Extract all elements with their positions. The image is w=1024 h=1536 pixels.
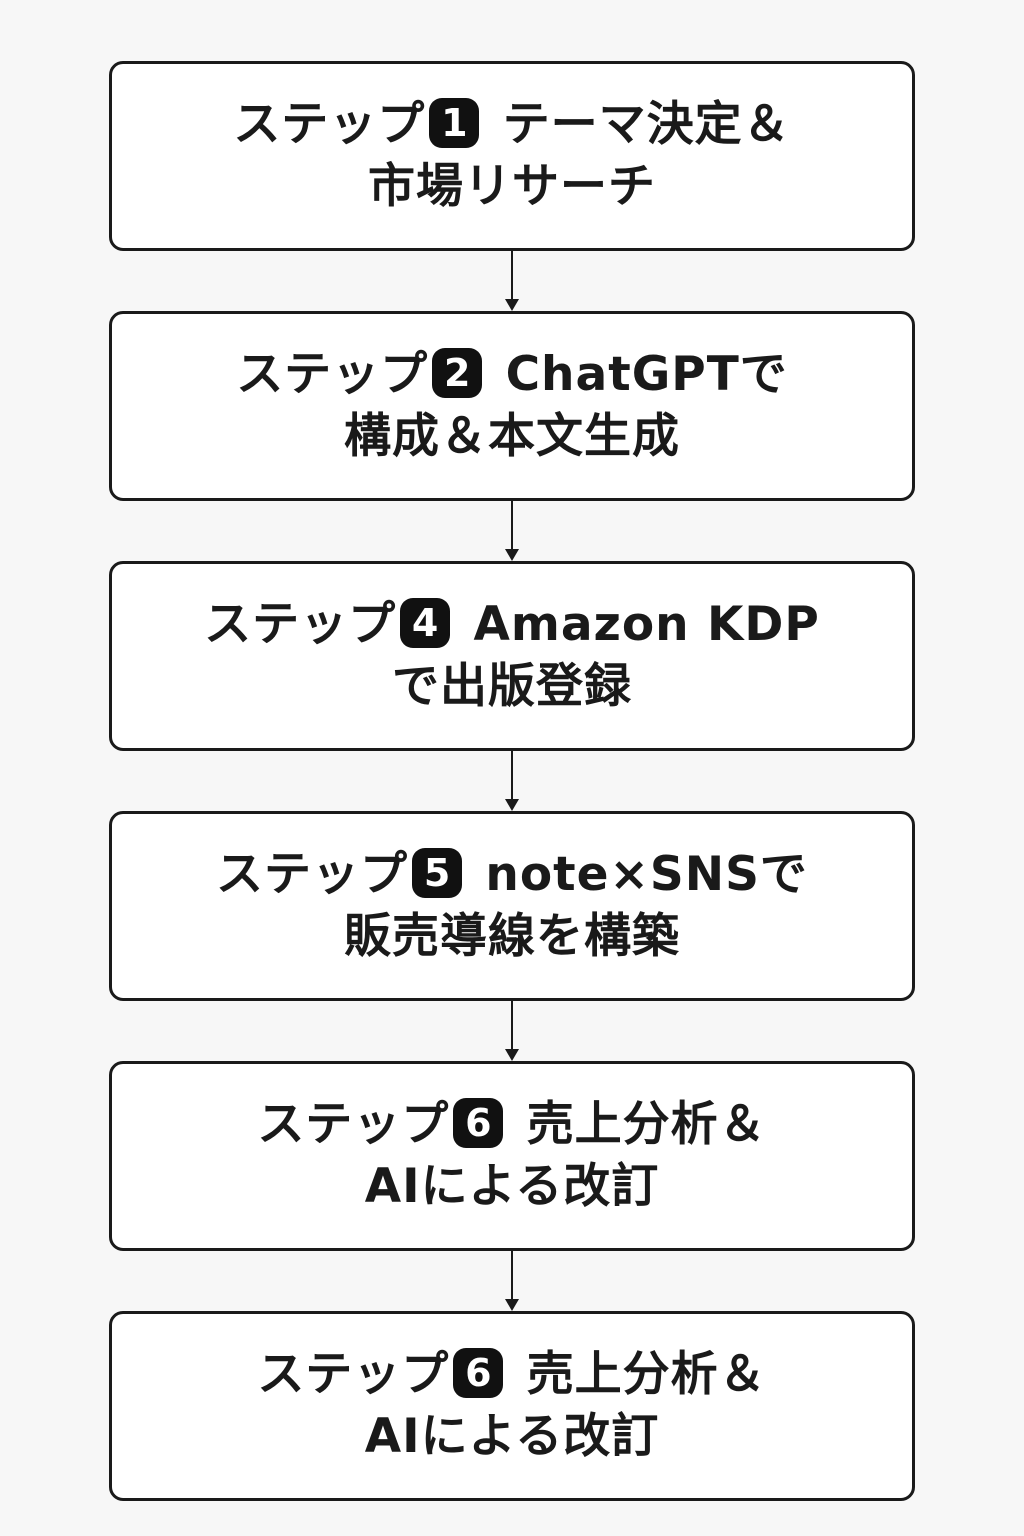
step-title: Amazon KDP: [473, 597, 820, 652]
step-title: 売上分析＆: [526, 1347, 767, 1402]
step-subtitle: 市場リサーチ: [368, 159, 656, 214]
step-prefix: ステップ: [257, 1097, 450, 1152]
arrow-connector: [109, 501, 915, 561]
step-prefix: ステップ: [216, 847, 409, 902]
step-title: note×SNSで: [485, 847, 808, 902]
arrow-down-icon: [505, 549, 519, 561]
arrow-line: [511, 1001, 513, 1051]
arrow-down-icon: [505, 799, 519, 811]
step-prefix: ステップ: [233, 97, 426, 152]
arrow-connector: [109, 1001, 915, 1061]
step-prefix: ステップ: [236, 347, 429, 402]
step-number-badge: 6: [453, 1098, 504, 1148]
arrow-down-icon: [505, 1299, 519, 1311]
arrow-down-icon: [505, 299, 519, 311]
step-number-badge: 6: [453, 1348, 504, 1398]
step-subtitle: で出版登録: [392, 659, 632, 714]
step-title: テーマ決定＆: [502, 97, 791, 152]
step-subtitle: AIによる改訂: [364, 1159, 660, 1214]
step-number-badge: 4: [400, 598, 451, 648]
arrow-connector: [109, 251, 915, 311]
step-number-badge: 1: [429, 98, 480, 148]
step-subtitle: 構成＆本文生成: [344, 409, 680, 464]
arrow-line: [511, 1251, 513, 1301]
step-prefix: ステップ: [257, 1347, 450, 1402]
arrow-line: [511, 251, 513, 301]
arrow-connector: [109, 1251, 915, 1311]
step-title: 売上分析＆: [526, 1097, 767, 1152]
step-title: ChatGPTで: [505, 347, 788, 402]
arrow-down-icon: [505, 1049, 519, 1061]
arrow-line: [511, 751, 513, 801]
step-number-badge: 2: [432, 348, 483, 398]
arrow-line: [511, 501, 513, 551]
step-prefix: ステップ: [204, 597, 397, 652]
step-number-badge: 5: [412, 848, 463, 898]
step-subtitle: AIによる改訂: [364, 1409, 660, 1464]
arrow-connector: [109, 751, 915, 811]
step-subtitle: 販売導線を構築: [344, 909, 680, 964]
